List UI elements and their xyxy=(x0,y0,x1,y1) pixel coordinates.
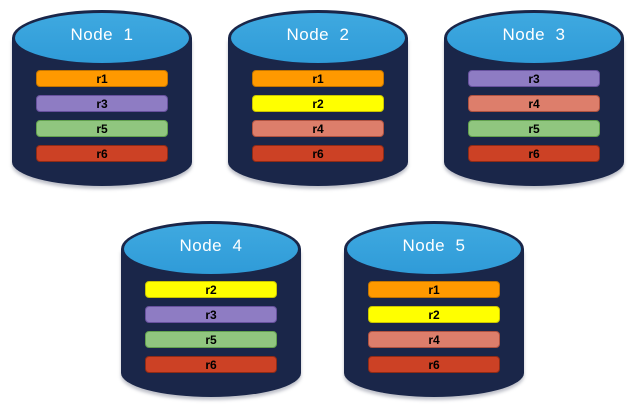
replica-bar: r3 xyxy=(36,95,168,112)
replica-list: r2 r3 r5 r6 xyxy=(145,281,277,381)
node-title: Node 3 xyxy=(502,25,566,44)
replica-label: r3 xyxy=(528,71,540,86)
replica-bar: r5 xyxy=(468,120,600,137)
node-3: Node 3 r3 r4 r5 r6 xyxy=(444,10,624,186)
database-cylinder-top xyxy=(344,221,524,277)
replica-label: r1 xyxy=(428,282,440,297)
replica-bar: r1 xyxy=(368,281,500,298)
node-1: Node 1 r1 r3 r5 r6 xyxy=(12,10,192,186)
replica-bar: r5 xyxy=(145,331,277,348)
database-cylinder-top xyxy=(228,10,408,66)
replica-label: r4 xyxy=(528,96,540,111)
replica-label: r6 xyxy=(312,146,324,161)
replica-bar: r6 xyxy=(468,145,600,162)
replica-label: r1 xyxy=(96,71,108,86)
node-4: Node 4 r2 r3 r5 r6 xyxy=(121,221,301,397)
node-title: Node 2 xyxy=(286,25,350,44)
database-cylinder-top xyxy=(12,10,192,66)
replica-label: r2 xyxy=(205,282,217,297)
replica-label: r4 xyxy=(428,332,440,347)
replica-bar: r6 xyxy=(145,356,277,373)
replica-bar: r4 xyxy=(252,120,384,137)
replica-label: r5 xyxy=(96,121,108,136)
replica-label: r3 xyxy=(96,96,108,111)
node-2: Node 2 r1 r2 r4 r6 xyxy=(228,10,408,186)
replica-label: r1 xyxy=(312,71,324,86)
node-title: Node 4 xyxy=(179,236,243,255)
replica-bar: r5 xyxy=(36,120,168,137)
replica-bar: r6 xyxy=(36,145,168,162)
replica-label: r6 xyxy=(528,146,540,161)
replica-bar: r2 xyxy=(252,95,384,112)
replica-label: r6 xyxy=(205,357,217,372)
replica-bar: r2 xyxy=(145,281,277,298)
replica-label: r4 xyxy=(312,121,324,136)
replica-bar: r1 xyxy=(252,70,384,87)
node-title: Node 5 xyxy=(402,236,466,255)
replica-label: r2 xyxy=(312,96,324,111)
database-cylinder-top xyxy=(444,10,624,66)
replica-bar: r4 xyxy=(368,331,500,348)
replica-list: r1 r2 r4 r6 xyxy=(252,70,384,170)
replica-label: r5 xyxy=(205,332,217,347)
replica-bar: r6 xyxy=(368,356,500,373)
replica-list: r3 r4 r5 r6 xyxy=(468,70,600,170)
replica-list: r1 r3 r5 r6 xyxy=(36,70,168,170)
replica-list: r1 r2 r4 r6 xyxy=(368,281,500,381)
replica-label: r3 xyxy=(205,307,217,322)
replica-bar: r4 xyxy=(468,95,600,112)
replica-bar: r1 xyxy=(36,70,168,87)
replica-bar: r3 xyxy=(468,70,600,87)
replica-label: r6 xyxy=(96,146,108,161)
node-title: Node 1 xyxy=(70,25,134,44)
replica-bar: r6 xyxy=(252,145,384,162)
node-5: Node 5 r1 r2 r4 r6 xyxy=(344,221,524,397)
replica-bar: r2 xyxy=(368,306,500,323)
replica-label: r6 xyxy=(428,357,440,372)
replica-label: r2 xyxy=(428,307,440,322)
database-cylinder-top xyxy=(121,221,301,277)
replica-bar: r3 xyxy=(145,306,277,323)
replica-label: r5 xyxy=(528,121,540,136)
